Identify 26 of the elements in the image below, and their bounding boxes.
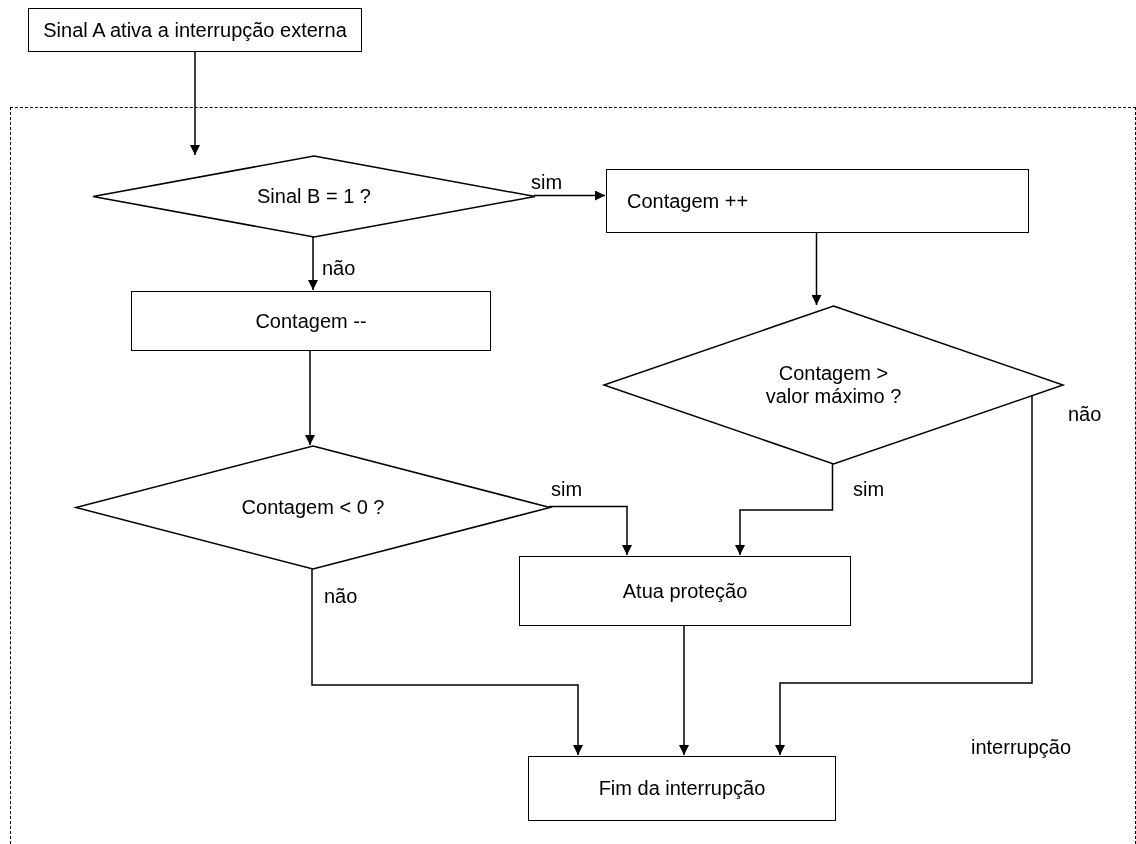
diamond-label: Contagem > valor máximo ?: [764, 362, 903, 408]
arrow: [308, 235, 318, 291]
arrow: [679, 624, 689, 756]
process-box: [131, 291, 491, 351]
process-box: [519, 556, 851, 626]
box-label: Contagem --: [255, 309, 367, 333]
arrow: [311, 567, 583, 756]
diamond-label: Contagem < 0 ?: [240, 496, 386, 519]
arrow: [190, 51, 200, 156]
decision-diamond: [604, 306, 1063, 464]
diamond-label: Sinal B = 1 ?: [256, 185, 372, 208]
box-label: Sinal A ativa a interrupção externa: [43, 18, 347, 42]
arrow: [533, 190, 606, 201]
decision-diamond: [76, 446, 550, 569]
dashed-region: [10, 107, 1136, 844]
process-box: [28, 8, 362, 52]
box-label: Fim da interrupção: [598, 777, 766, 800]
arrow: [548, 505, 632, 556]
arrow: [735, 462, 834, 556]
arrow: [305, 349, 315, 446]
process-box: [528, 756, 836, 821]
region-label: interrupção: [971, 736, 1072, 759]
process-box: [606, 169, 1029, 233]
box-label: Atua proteção: [622, 579, 748, 603]
arrow: [811, 231, 822, 306]
box-label: Contagem ++: [627, 189, 749, 213]
